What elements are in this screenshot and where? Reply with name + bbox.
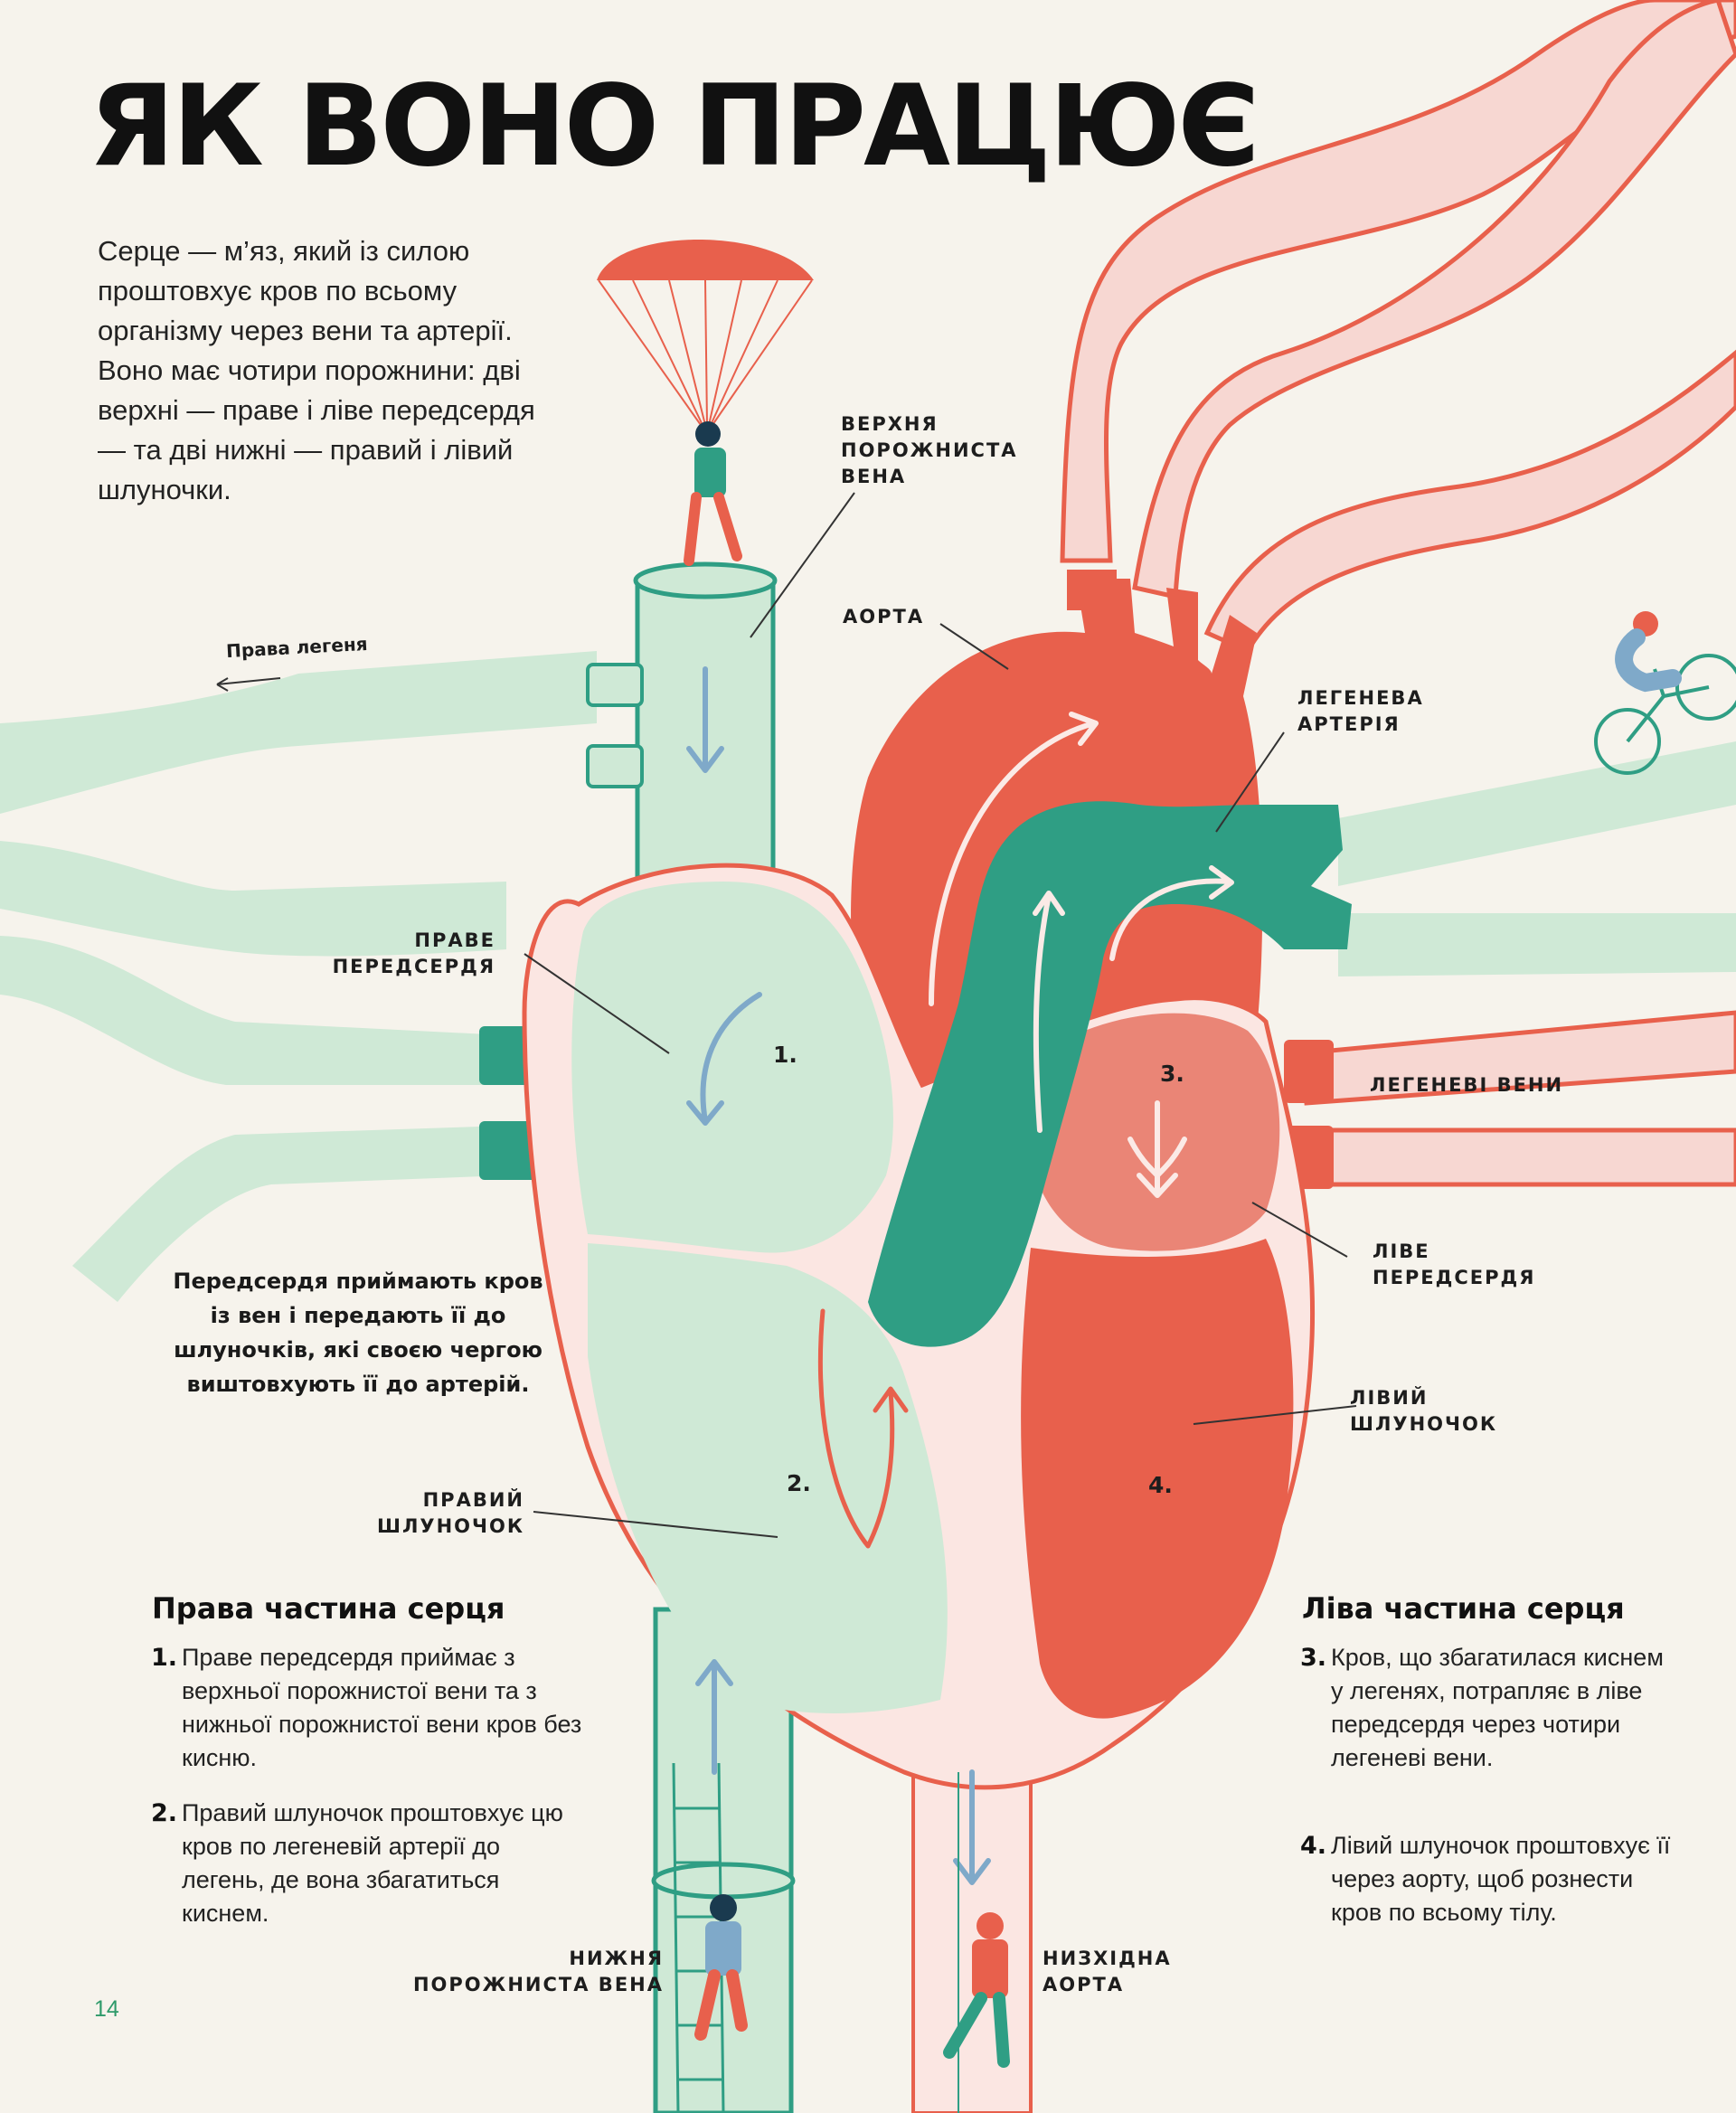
label-line: ВЕНА [841, 466, 907, 487]
label-left-ventricle: ЛІВИЙ ШЛУНОЧОК [1350, 1385, 1497, 1438]
label-line: ШЛУНОЧОК [377, 1515, 524, 1537]
left-side-title: Ліва частина серця [1302, 1591, 1625, 1626]
label-line: ЛІВИЙ [1350, 1387, 1429, 1409]
label-pulmonary-veins: ЛЕГЕНЕВІ ВЕНИ [1370, 1074, 1564, 1096]
pulmonary-artery-vessel [868, 801, 1352, 1347]
intro-paragraph: Серце — м’яз, який із силою проштовхує к… [98, 235, 535, 505]
right-ventricle-chamber [588, 1243, 948, 1713]
label-line: ШЛУНОЧОК [1350, 1413, 1497, 1435]
label-line: НИЗХІДНА [1043, 1948, 1172, 1969]
label-line: ЛІВЕ [1373, 1240, 1430, 1262]
label-left-atrium: ЛІВЕ ПЕРЕДСЕРДЯ [1373, 1239, 1535, 1291]
label-right-ventricle: ПРАВИЙ ШЛУНОЧОК [344, 1487, 524, 1540]
label-line: АРТЕРІЯ [1297, 713, 1401, 735]
label-descending-aorta: НИЗХІДНА АОРТА [1043, 1946, 1172, 1998]
label-superior-vena-cava: ВЕРХНЯ ПОРОЖНИСТА ВЕНА [841, 411, 1018, 490]
step-number: 4. [1300, 1832, 1327, 1860]
flow-arrows-white [929, 712, 1234, 1198]
label-line: ПЕРЕДСЕРДЯ [1373, 1267, 1536, 1288]
label-inferior-vena-cava: НИЖНЯ ПОРОЖНИСТА ВЕНА [398, 1946, 664, 1998]
label-line: АОРТА [1043, 1974, 1125, 1995]
chamber-number-4: 4. [1148, 1472, 1173, 1498]
label-line: ПРАВЕ [414, 929, 495, 951]
chamber-number-2: 2. [787, 1470, 811, 1496]
label-line: НИЖНЯ [569, 1948, 664, 1969]
flow-arrows-blue [686, 666, 991, 1885]
step-text: Кров, що збагатилася киснем у легенях, п… [1331, 1644, 1664, 1771]
right-step-2: 2. Правий шлуночок проштовхує цю кров по… [151, 1797, 589, 1930]
label-line: ПОРОЖНИСТА [841, 439, 1018, 461]
leader-lines [216, 492, 1357, 1538]
left-step-3: 3. Кров, що збагатилася киснем у легенях… [1300, 1641, 1675, 1775]
parachutist-illustration [597, 240, 814, 566]
cyclist-illustration [1594, 611, 1736, 775]
right-step-1: 1. Праве передсердя приймає з верхньої п… [151, 1641, 589, 1775]
label-line: ВЕРХНЯ [841, 413, 939, 435]
pulmonary-veins [1299, 1010, 1736, 1187]
right-side-title: Права частина серця [152, 1591, 505, 1626]
label-line: ЛЕГЕНЕВА [1297, 687, 1424, 709]
left-atrium-chamber [1028, 1013, 1280, 1251]
label-right-atrium: ПРАВЕ ПЕРЕДСЕРДЯ [326, 928, 495, 980]
page-number: 14 [94, 1996, 119, 2022]
step-text: Лівий шлуночок проштовхує її через аорту… [1331, 1832, 1671, 1926]
label-pulmonary-artery: ЛЕГЕНЕВА АРТЕРІЯ [1297, 685, 1424, 738]
left-lung-vessels [1338, 741, 1736, 976]
right-lung-vessels [0, 651, 597, 1302]
step-text: Праве передсердя приймає з верхньої поро… [182, 1644, 582, 1771]
step-text: Правий шлуночок проштовхує цю кров по ле… [182, 1799, 563, 1927]
page-title: ЯК ВОНО ПРАЦЮЄ [89, 61, 1260, 192]
label-line: ПОРОЖНИСТА ВЕНА [412, 1974, 664, 1995]
label-line: ПРАВИЙ [422, 1489, 524, 1511]
atria-callout: Передсердя приймають кров із вен і перед… [173, 1269, 543, 1397]
chamber-number-1: 1. [773, 1042, 797, 1068]
step-number: 1. [151, 1644, 178, 1672]
step-number: 2. [151, 1799, 178, 1827]
left-ventricle-chamber [1021, 1239, 1294, 1719]
step-number: 3. [1300, 1644, 1327, 1672]
right-atrium-chamber [571, 882, 893, 1253]
label-aorta: АОРТА [843, 606, 925, 627]
left-step-4: 4. Лівий шлуночок проштовхує її через ао… [1300, 1829, 1675, 1929]
pulmonary-vein-stubs [1284, 1040, 1334, 1189]
flow-arrows-red [817, 1308, 1103, 1558]
climber-illustrations [672, 1762, 1010, 2113]
chamber-number-3: 3. [1160, 1061, 1184, 1087]
label-line: ПЕРЕДСЕРДЯ [332, 956, 495, 977]
